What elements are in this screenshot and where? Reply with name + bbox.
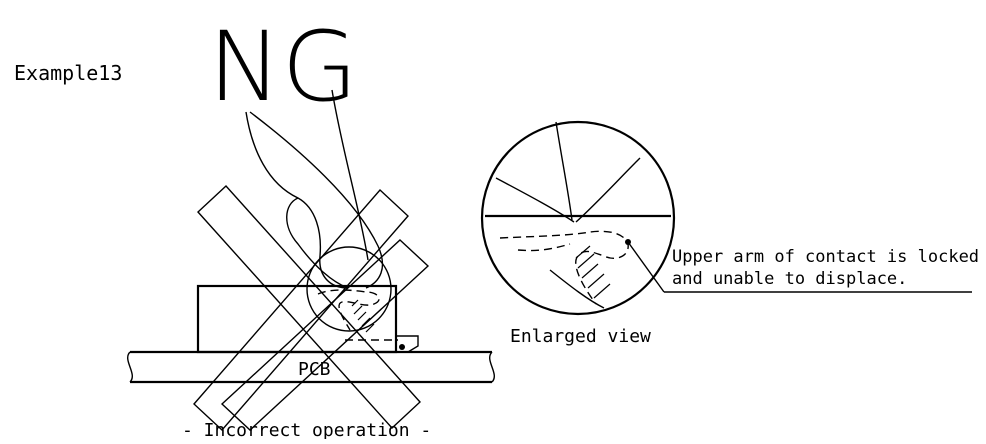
note-leader <box>627 241 972 293</box>
ng-cross-mark <box>193 185 430 432</box>
pcb-label: PCB <box>298 359 331 380</box>
note-line-1: Upper arm of contact is locked <box>672 247 979 267</box>
detail-circle <box>306 246 392 332</box>
finger-outline <box>245 89 384 289</box>
enlarged-caption: Enlarged view <box>510 326 651 347</box>
ng-verdict: NG <box>208 11 358 123</box>
contact-small <box>317 289 380 333</box>
note-line-2: and unable to displace. <box>672 269 907 289</box>
example-label: Example13 <box>14 61 122 85</box>
incorrect-operation-caption: - Incorrect operation - <box>182 420 431 439</box>
enlarged-circle <box>480 120 676 316</box>
enlarged-view <box>480 120 676 316</box>
